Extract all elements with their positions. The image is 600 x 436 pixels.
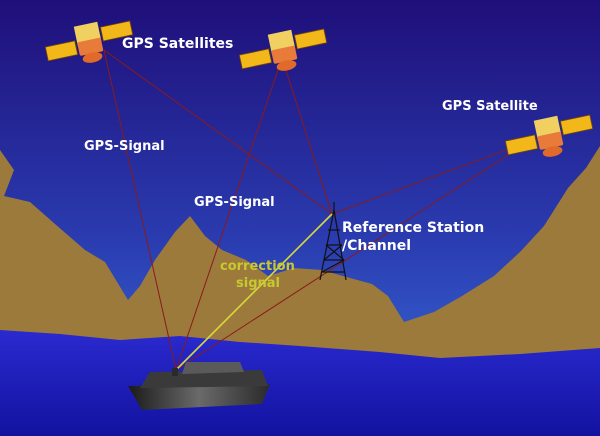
- satellite-icon: [504, 114, 594, 157]
- correction-signal-line: [175, 213, 333, 371]
- label-correction: correction: [220, 259, 295, 274]
- gps-signal-lines: [103, 49, 529, 371]
- label-gps-signal-2: GPS-Signal: [194, 195, 275, 210]
- label-gps-satellite: GPS Satellite: [442, 99, 538, 114]
- signal-line-sat1-station: [103, 49, 333, 215]
- satellite-icon: [238, 28, 328, 71]
- label-channel: /Channel: [342, 238, 411, 254]
- signal-line-sat2-station: [281, 57, 333, 215]
- signal-line-sat3-ship: [175, 141, 529, 371]
- signal-line-sat3-station: [331, 141, 529, 215]
- mountain-range: [0, 146, 600, 400]
- satellite-icon: [44, 20, 134, 63]
- signal-line-sat1-ship: [103, 49, 177, 371]
- label-signal: signal: [236, 276, 280, 291]
- ship-icon: [128, 362, 270, 410]
- radio-tower-icon: [319, 202, 347, 281]
- signal-line-sat2-ship: [175, 57, 283, 371]
- label-gps-signal-1: GPS-Signal: [84, 139, 165, 154]
- label-gps-satellites: GPS Satellites: [122, 36, 233, 52]
- label-reference-station: Reference Station: [342, 220, 484, 236]
